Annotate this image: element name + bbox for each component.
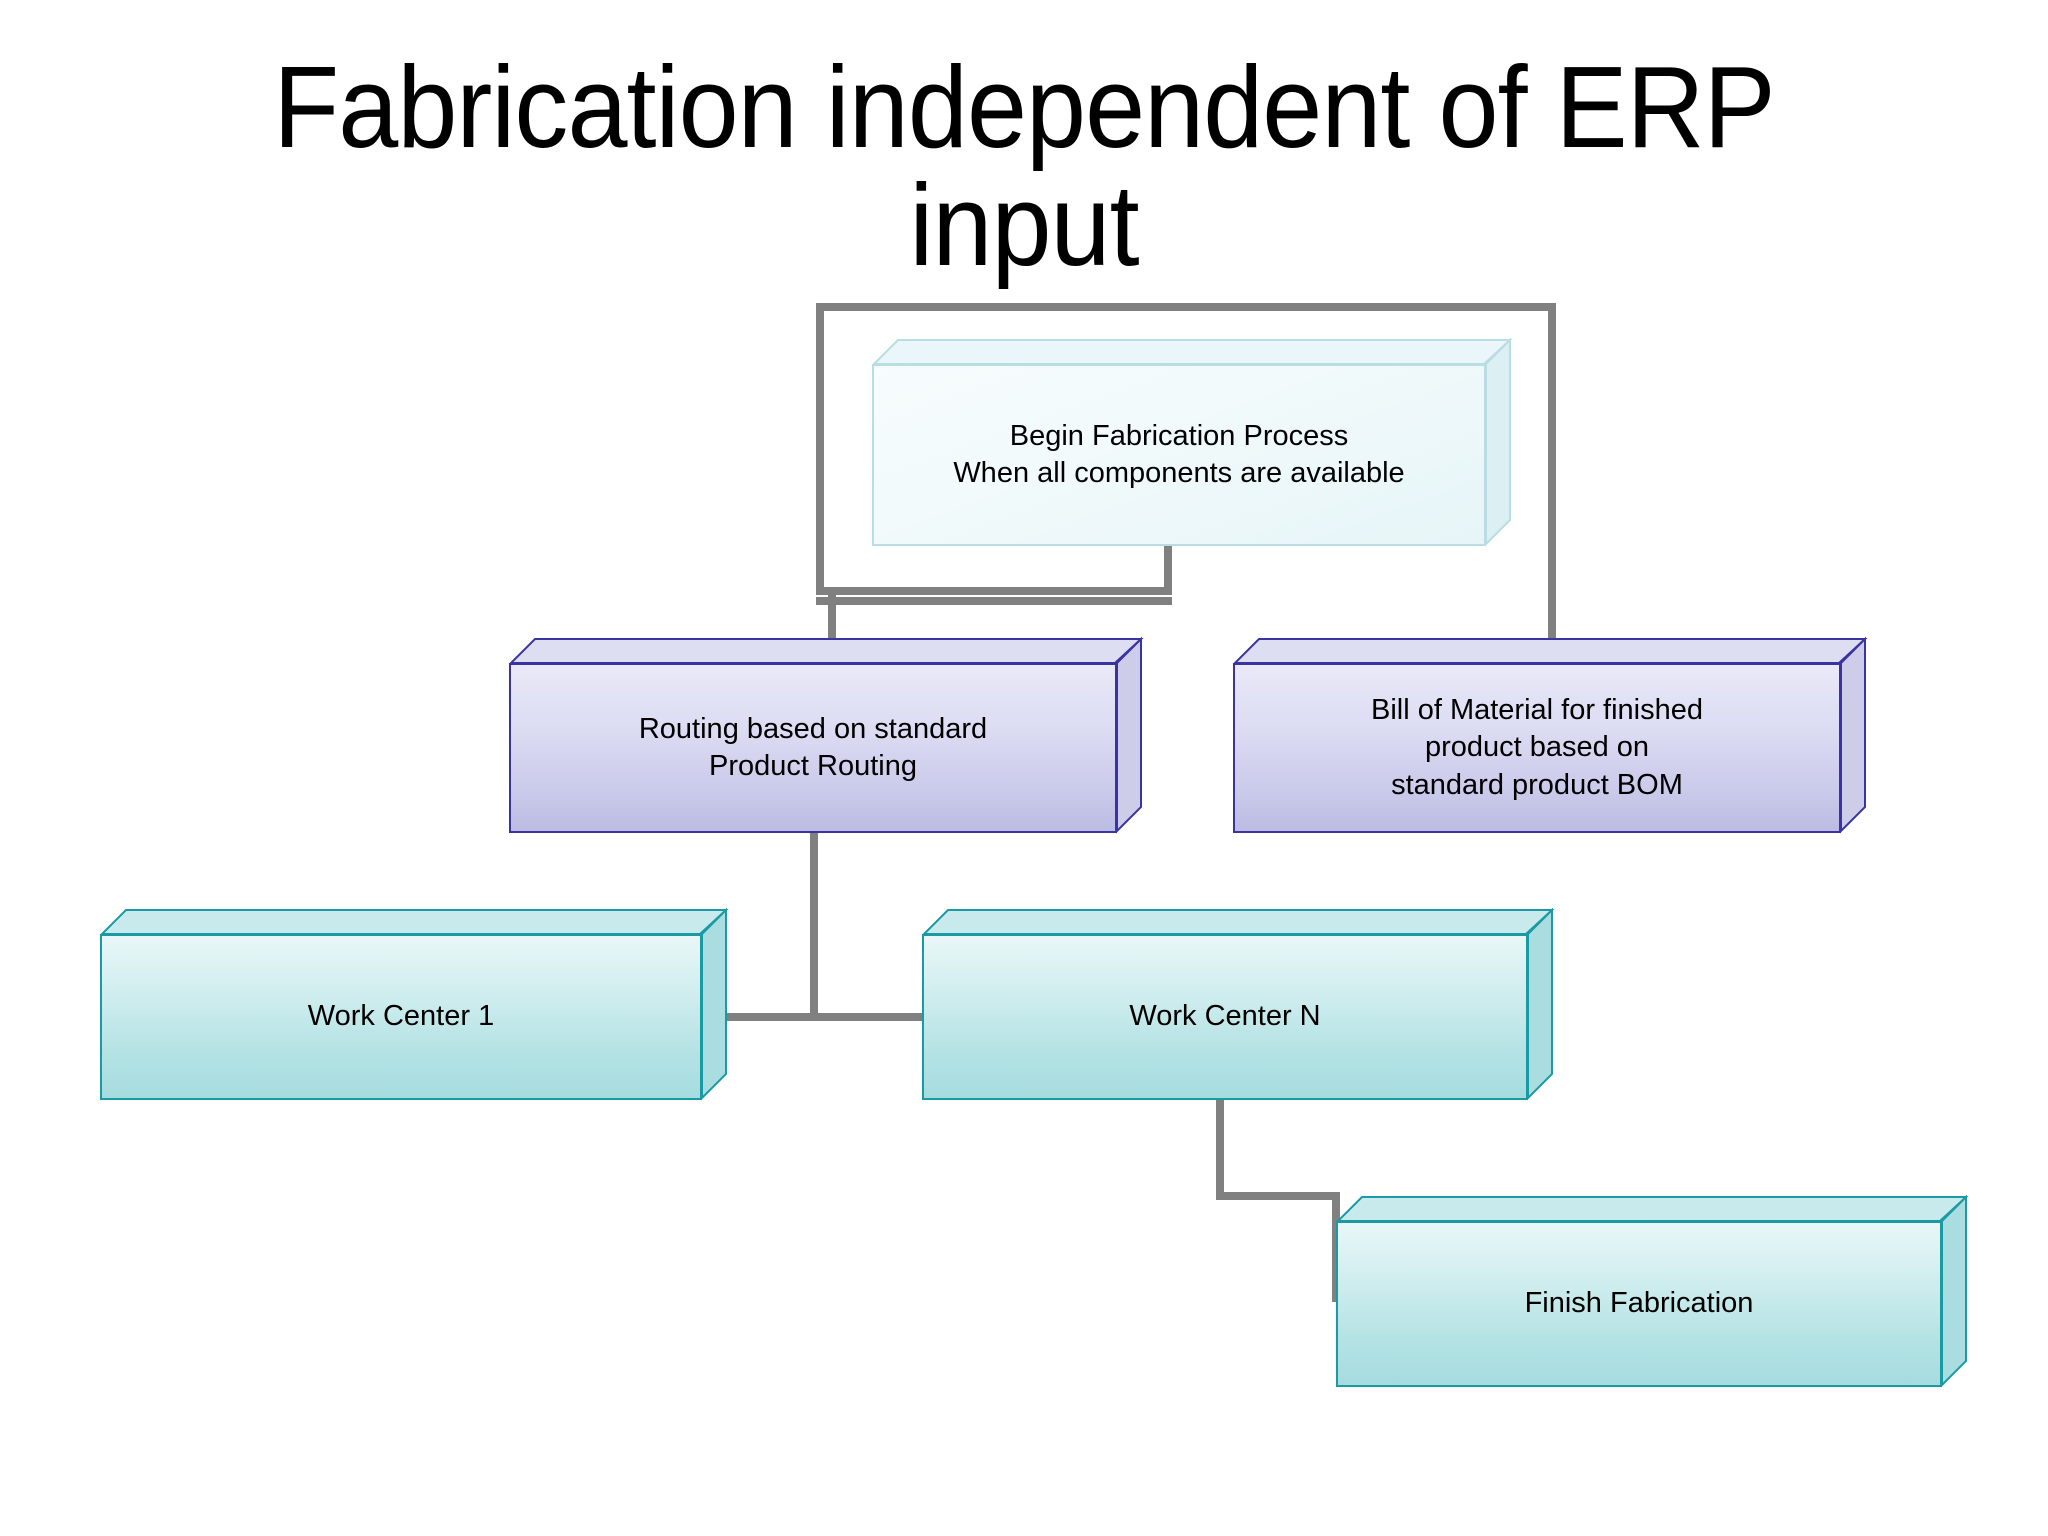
connector-top-right-leg	[1548, 303, 1556, 655]
connector-routing-out	[810, 822, 818, 1017]
connector-workcenter-spine	[700, 1013, 935, 1021]
node-top-face	[1335, 1195, 1969, 1223]
node-label: Begin Fabrication Process When all compo…	[872, 364, 1486, 546]
connector-bracket-lower-b	[816, 597, 1172, 605]
node-top-face	[99, 908, 729, 936]
connector-routing-in	[828, 593, 836, 665]
connector-finish-elbow	[1216, 1192, 1340, 1200]
node-work-center-n[interactable]: Work Center N	[921, 907, 1555, 1101]
node-side-face	[700, 907, 728, 1101]
connector-top-left-leg	[816, 303, 824, 595]
connector-top-spine	[816, 303, 1556, 311]
node-side-face	[1839, 636, 1867, 834]
node-top-face	[508, 637, 1144, 665]
node-bill-of-material[interactable]: Bill of Material for finished product ba…	[1232, 636, 1868, 834]
node-work-center-1[interactable]: Work Center 1	[99, 907, 729, 1101]
page-title: Fabrication independent of ERP input	[273, 42, 1775, 291]
node-label: Bill of Material for finished product ba…	[1233, 663, 1841, 833]
node-side-face	[1115, 636, 1143, 834]
node-label: Work Center 1	[100, 934, 702, 1100]
node-side-face	[1940, 1194, 1968, 1388]
connector-finish-drop	[1216, 1090, 1224, 1200]
node-label: Routing based on standard Product Routin…	[509, 663, 1117, 833]
node-top-face	[1232, 637, 1868, 665]
connector-begin-bottom-stub	[1164, 540, 1172, 595]
node-routing[interactable]: Routing based on standard Product Routin…	[508, 636, 1144, 834]
node-side-face	[1526, 907, 1554, 1101]
node-finish-fabrication[interactable]: Finish Fabrication	[1335, 1194, 1969, 1388]
node-label: Finish Fabrication	[1336, 1221, 1942, 1387]
node-begin-fabrication[interactable]: Begin Fabrication Process When all compo…	[871, 337, 1513, 547]
node-top-face	[871, 338, 1513, 366]
connector-bracket-lower-a	[816, 587, 1172, 595]
node-top-face	[921, 908, 1555, 936]
node-label: Work Center N	[922, 934, 1528, 1100]
node-side-face	[1484, 337, 1512, 547]
